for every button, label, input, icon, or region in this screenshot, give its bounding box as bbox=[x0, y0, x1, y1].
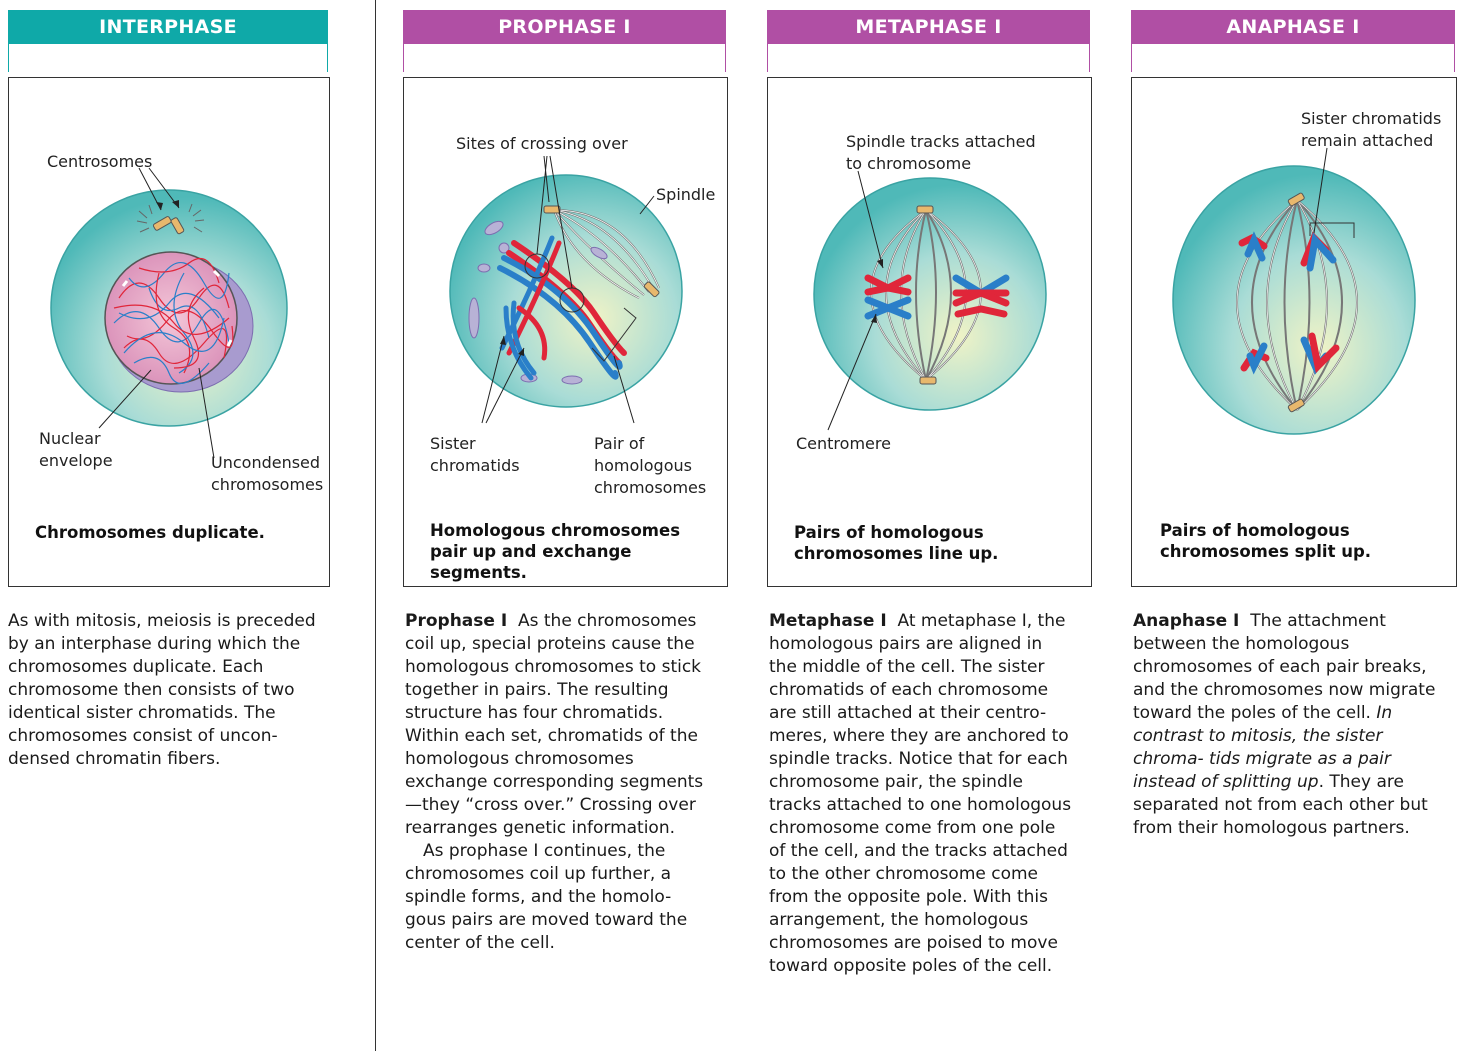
anaphase-body: Anaphase I The attachment between the ho… bbox=[1133, 610, 1458, 840]
prophase-panel: Sites of crossing over Spindle Sister ch… bbox=[403, 77, 728, 587]
column-divider bbox=[375, 0, 376, 1051]
anaphase-header: ANAPHASE I bbox=[1131, 10, 1455, 44]
prophase-body-p2: As prophase I continues, the chromosomes… bbox=[405, 841, 687, 953]
interphase-header-bracket bbox=[8, 44, 328, 72]
interphase-body: As with mitosis, meiosis is preceded by … bbox=[8, 610, 318, 771]
metaphase-column: METAPHASE I bbox=[767, 10, 1090, 72]
spindle-tracks-label-line1: Spindle tracks attached bbox=[846, 131, 1036, 152]
anaphase-caption-line1: Pairs of homologous bbox=[1160, 520, 1350, 541]
sister-chromatids-label-line2: remain attached bbox=[1301, 130, 1433, 151]
metaphase-header: METAPHASE I bbox=[767, 10, 1090, 44]
sister-chromatids-label-line1: Sister chromatids bbox=[1301, 108, 1441, 129]
prophase-body-title: Prophase I bbox=[405, 611, 507, 631]
centromere-label: Centromere bbox=[796, 433, 891, 454]
centrosomes-label: Centrosomes bbox=[47, 151, 152, 172]
interphase-header: INTERPHASE bbox=[8, 10, 328, 44]
metaphase-body: Metaphase I At metaphase I, the homologo… bbox=[769, 610, 1074, 978]
homologous-label: homologous bbox=[594, 455, 692, 476]
interphase-column: INTERPHASE bbox=[8, 10, 328, 72]
nuclear-label: Nuclear bbox=[39, 428, 101, 449]
sites-of-crossing-over-label: Sites of crossing over bbox=[456, 133, 628, 154]
metaphase-panel: Spindle tracks attached to chromosome Ce… bbox=[767, 77, 1092, 587]
prophase-caption-line1: Homologous chromosomes bbox=[430, 520, 680, 541]
prophase-header: PROPHASE I bbox=[403, 10, 726, 44]
prophase-column: PROPHASE I bbox=[403, 10, 726, 72]
interphase-caption: Chromosomes duplicate. bbox=[35, 522, 265, 543]
spindle-label: Spindle bbox=[656, 184, 715, 205]
anaphase-column: ANAPHASE I bbox=[1131, 10, 1455, 72]
prophase-body-p1: As the chromosomes coil up, special prot… bbox=[405, 611, 703, 838]
metaphase-caption-line2: chromosomes line up. bbox=[794, 543, 998, 564]
anaphase-body-title: Anaphase I bbox=[1133, 611, 1239, 631]
envelope-label: envelope bbox=[39, 450, 113, 471]
chromatids-label: chromatids bbox=[430, 455, 520, 476]
metaphase-body-text: At metaphase I, the homologous pairs are… bbox=[769, 611, 1071, 976]
uncondensed-label: Uncondensed bbox=[211, 452, 320, 473]
spindle-tracks-label-line2: to chromosome bbox=[846, 153, 971, 174]
prophase-cell-illustration bbox=[404, 78, 727, 586]
metaphase-caption-line1: Pairs of homologous bbox=[794, 522, 984, 543]
anaphase-cell-illustration bbox=[1132, 78, 1456, 586]
prophase-caption-line2: pair up and exchange segments. bbox=[430, 541, 727, 583]
chromosomes-label: chromosomes bbox=[211, 474, 323, 495]
interphase-panel: Centrosomes Nuclear envelope Uncondensed… bbox=[8, 77, 330, 587]
pair-of-label: Pair of bbox=[594, 433, 644, 454]
anaphase-panel: Sister chromatids remain attached Pairs … bbox=[1131, 77, 1457, 587]
metaphase-header-bracket bbox=[767, 44, 1090, 72]
chromosomes-label: chromosomes bbox=[594, 477, 706, 498]
metaphase-body-title: Metaphase I bbox=[769, 611, 887, 631]
prophase-body: Prophase I As the chromosomes coil up, s… bbox=[405, 610, 705, 955]
sister-label: Sister bbox=[430, 433, 476, 454]
prophase-header-bracket bbox=[403, 44, 726, 72]
anaphase-caption-line2: chromosomes split up. bbox=[1160, 541, 1371, 562]
anaphase-header-bracket bbox=[1131, 44, 1455, 72]
